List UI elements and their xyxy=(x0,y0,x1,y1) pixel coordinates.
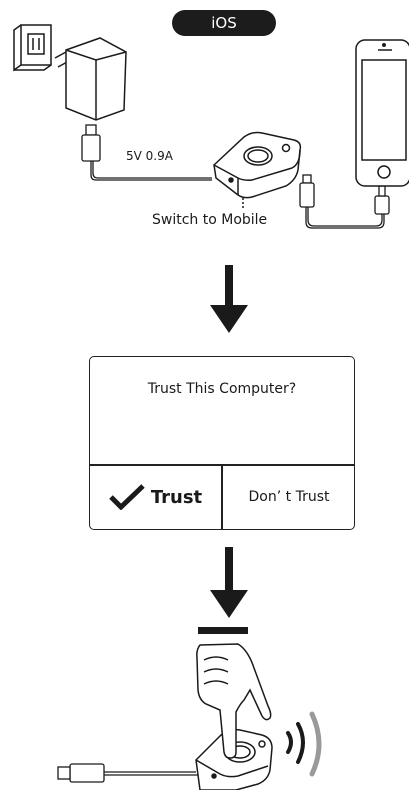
trust-dialog: Trust This Computer? Trust Don’ t Trust xyxy=(89,356,355,530)
smartphone-icon xyxy=(355,39,409,187)
signal-waves-icon xyxy=(286,711,322,777)
usb-plug-icon xyxy=(57,763,198,783)
dont-trust-button-label: Don’ t Trust xyxy=(248,489,330,505)
trust-button[interactable]: Trust xyxy=(90,465,221,529)
transmitter-device-icon xyxy=(213,131,302,210)
checkmark-icon xyxy=(109,484,145,510)
dialog-title: Trust This Computer? xyxy=(147,381,297,397)
down-arrow-icon xyxy=(210,265,248,333)
wall-outlet-icon xyxy=(13,24,52,72)
transmitter-device-icon xyxy=(195,728,273,790)
usb-plug-icon xyxy=(81,124,212,181)
power-rating-label: 5V 0.9A xyxy=(126,149,173,163)
usb-plug-icon xyxy=(299,174,390,229)
switch-mode-label: Switch to Mobile xyxy=(152,212,268,228)
dont-trust-button[interactable]: Don’ t Trust xyxy=(223,465,355,529)
pressing-hand-icon xyxy=(196,643,272,759)
platform-badge: iOS xyxy=(172,10,276,36)
power-adapter-icon xyxy=(54,37,127,121)
trust-button-label: Trust xyxy=(150,486,203,508)
down-arrow-icon xyxy=(210,547,248,618)
press-indicator xyxy=(198,627,248,634)
dialog-divider xyxy=(221,464,223,530)
